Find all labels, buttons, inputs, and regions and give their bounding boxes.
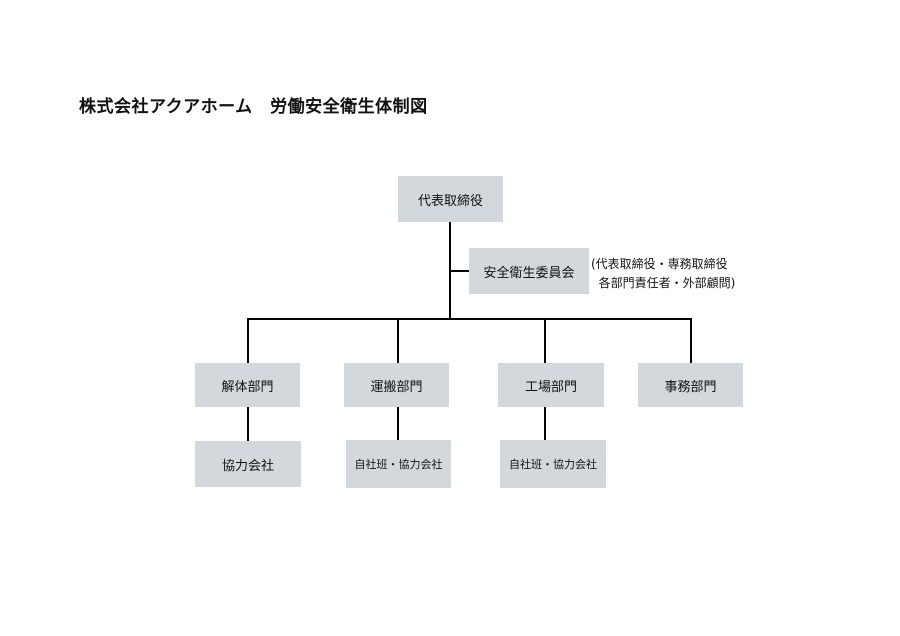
connector-sub-2 (397, 407, 399, 440)
department-office: 事務部門 (638, 363, 743, 407)
subcontractor-transport: 自社班・協力会社 (346, 440, 451, 488)
subcontractor-factory: 自社班・協力会社 (500, 440, 606, 488)
committee-note-line-2: 各部門責任者・外部顧問) (591, 276, 736, 290)
connector-dept-3 (544, 318, 546, 364)
connector-horizontal-bus (247, 318, 692, 320)
department-transport: 運搬部門 (344, 363, 449, 407)
page-title: 株式会社アクアホーム 労働安全衛生体制図 (79, 97, 428, 117)
subcontractor-demolition: 協力会社 (195, 441, 301, 487)
safety-committee-box: 安全衛生委員会 (469, 248, 589, 294)
connector-sub-3 (544, 407, 546, 440)
committee-note-line-1: (代表取締役・専務取締役 (591, 257, 728, 271)
connector-dept-4 (690, 318, 692, 364)
department-demolition: 解体部門 (195, 363, 300, 407)
connector-sub-1 (247, 407, 249, 441)
department-factory: 工場部門 (498, 363, 604, 407)
connector-committee (449, 270, 471, 272)
connector-dept-2 (397, 318, 399, 364)
ceo-box: 代表取締役 (398, 176, 503, 222)
connector-dept-1 (247, 318, 249, 364)
committee-members-note: (代表取締役・専務取締役 各部門責任者・外部顧問) (591, 255, 735, 293)
